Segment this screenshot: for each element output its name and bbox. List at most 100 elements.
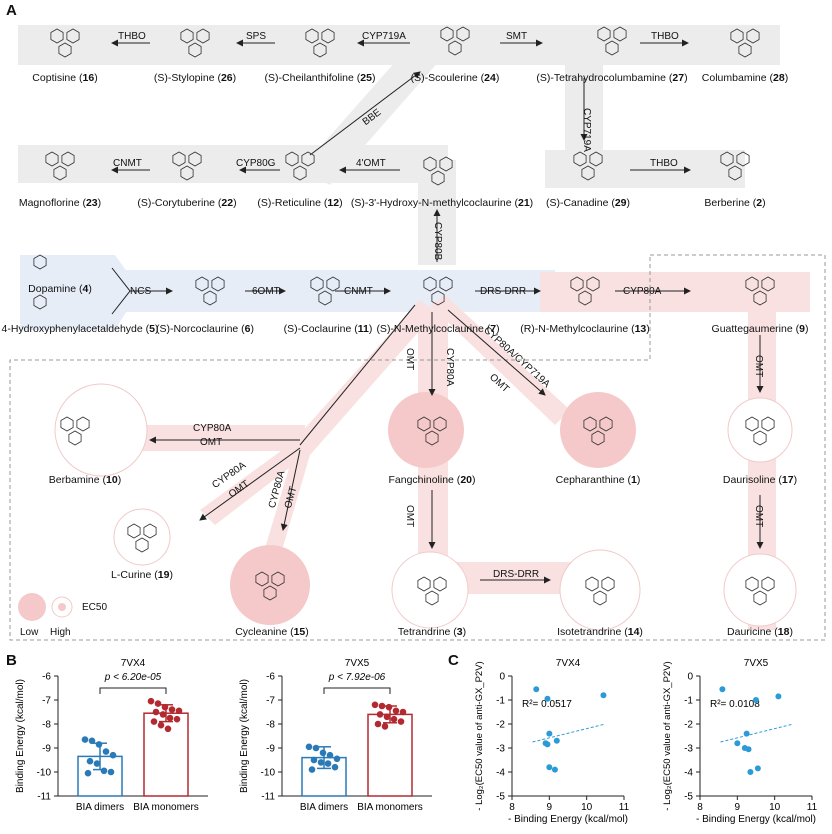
data-point: [173, 715, 181, 723]
bar: [367, 713, 413, 797]
ring: [585, 576, 599, 592]
data-point: [86, 757, 94, 765]
data-point: [152, 708, 160, 716]
chart-title: 7VX5: [744, 658, 769, 669]
ec50-circle-dauricine: [723, 553, 797, 627]
y-tick-label: -11: [37, 792, 51, 803]
data-point: [93, 760, 101, 767]
ring: [431, 170, 445, 186]
label-berbamine: Berbamine (10): [48, 474, 122, 486]
molecule-glyph: [305, 28, 335, 58]
legend-low: Low: [20, 627, 39, 638]
ring: [135, 537, 149, 553]
label-scoulerine: (S)-Scoulerine (24): [410, 72, 500, 84]
molecule-glyph: [180, 28, 210, 58]
data-point: [150, 718, 158, 725]
enzyme-sps: SPS: [246, 31, 267, 42]
y-tick-label: -3: [496, 744, 505, 755]
significance-bracket: [323, 687, 391, 694]
ec50-circle-berbamine: [54, 383, 148, 477]
ring: [425, 590, 439, 606]
grey-band-bbe: [300, 45, 440, 185]
ring: [746, 28, 760, 44]
molecule-glyph: [310, 276, 340, 306]
ring: [60, 416, 74, 432]
bar: [143, 712, 189, 797]
ring: [570, 276, 584, 292]
enzyme-omt-f: OMT: [753, 505, 764, 528]
y-axis-label: - Log₂(EC50 value of anti-GX_P2V): [474, 661, 485, 810]
r2-label: R²= 0.0108: [710, 699, 760, 710]
data-point: [81, 736, 89, 743]
x-tick-label: 9: [735, 802, 741, 813]
molecule-glyph: [423, 156, 453, 186]
p-value: p < 7.92e-06: [328, 672, 386, 683]
data-point: [553, 737, 560, 744]
x-tick-label: 11: [619, 802, 630, 813]
y-tick-label: -2: [496, 720, 505, 731]
ring: [68, 430, 82, 446]
ring: [143, 523, 157, 539]
label-corytuberine: (S)-Corytuberine (22): [137, 197, 237, 209]
enzyme-cyp80g: CYP80G: [236, 158, 276, 169]
grey-band-canadine-row: [545, 150, 745, 188]
y-tick-label: -9: [42, 744, 51, 755]
ring: [601, 576, 615, 592]
x-tick-label: BIA monomers: [357, 802, 423, 813]
ring: [188, 151, 202, 167]
data-point: [107, 768, 115, 776]
trunk-line: [299, 304, 416, 446]
ring: [50, 28, 64, 44]
y-tick-label: 0: [499, 672, 505, 683]
ec50-circle-tetrandrine: [391, 551, 469, 629]
x-tick-label: 10: [769, 802, 781, 813]
ring: [66, 28, 80, 44]
y-tick-label: -8: [266, 720, 275, 731]
ring: [326, 276, 340, 292]
data-point: [317, 759, 325, 766]
ring: [456, 26, 470, 42]
enzyme-cyp80a-b: CYP80A: [444, 348, 455, 387]
data-point: [390, 715, 398, 723]
molecule-glyph: [417, 576, 447, 606]
data-point: [544, 741, 551, 748]
y-tick-label: -4: [684, 768, 693, 779]
data-point: [305, 743, 313, 751]
x-tick-label: BIA dimers: [300, 802, 348, 813]
ring: [417, 576, 431, 592]
red-band-curine: [200, 440, 310, 525]
ring: [753, 290, 767, 306]
enzyme-4omt: 4'OMT: [356, 158, 386, 169]
molecule-glyph: [745, 576, 775, 606]
ring: [417, 416, 431, 432]
data-point: [95, 741, 103, 748]
enzyme-6omt: 6OMT: [252, 286, 280, 297]
data-point: [326, 751, 334, 759]
y-tick-label: -2: [684, 720, 693, 731]
chart-title: 7VX4: [556, 658, 581, 669]
enzyme-omt-e: OMT: [404, 505, 415, 528]
ring: [593, 590, 607, 606]
y-tick-label: -6: [42, 672, 51, 683]
ring: [761, 416, 775, 432]
ec50-circle-cycleanine: [230, 545, 310, 625]
x-tick-label: 9: [547, 802, 553, 813]
blue-band-start: [20, 255, 140, 330]
molecule-glyph: [255, 571, 285, 601]
data-point: [533, 686, 540, 693]
trend-line: [532, 723, 606, 743]
molecule-glyph: [127, 523, 157, 553]
legend-high: High: [50, 627, 71, 638]
label-isotetrandrine: Isotetrandrine (14): [557, 626, 643, 638]
arrow-cyp80a-curine: [199, 447, 301, 521]
x-tick-label: 8: [697, 802, 703, 813]
enzyme-smt: SMT: [506, 31, 528, 42]
enzyme-cyp80b: CYP80B: [432, 222, 443, 261]
y-tick-label: -10: [261, 768, 276, 779]
enzyme-thbo1: THBO: [118, 31, 146, 42]
ring: [33, 294, 47, 310]
enzyme-cyp80a-2: CYP80A: [193, 423, 232, 434]
y-tick-label: -5: [496, 792, 505, 803]
data-point: [333, 755, 341, 763]
ring: [61, 151, 75, 167]
